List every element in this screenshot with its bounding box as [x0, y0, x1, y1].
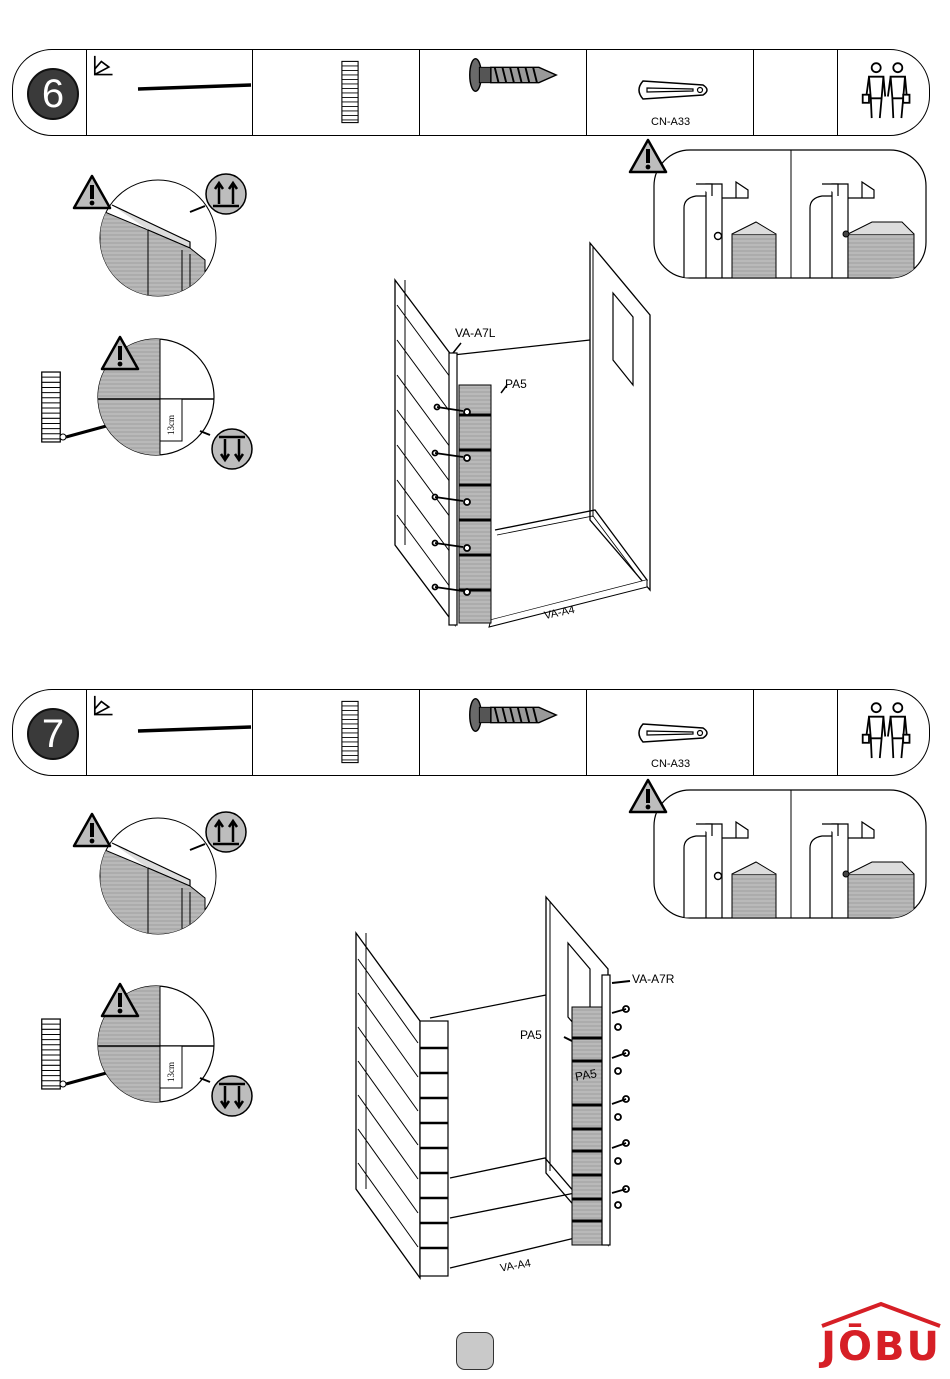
step-6-detail-bottom: 13cm — [40, 335, 260, 470]
two-person-icon — [860, 700, 914, 764]
toolbar-cell — [837, 690, 930, 775]
level-tool-icon — [92, 694, 120, 722]
post-label: VA-A7L — [455, 326, 495, 340]
step-badge: 6 — [27, 68, 79, 120]
brand-name: JŌBU — [818, 1324, 944, 1370]
step-6-profile-detail — [626, 138, 930, 284]
brand-logo: JŌBU — [818, 1300, 944, 1374]
page-number — [456, 1332, 494, 1370]
part-code: CN-A33 — [651, 116, 690, 128]
measure-label: 13cm — [166, 1062, 176, 1082]
level-tool-icon — [92, 54, 120, 82]
toolbar-cell — [753, 690, 838, 775]
step-7-detail-top — [70, 808, 260, 938]
step-7-detail-bottom: 13cm — [40, 982, 260, 1117]
step-6-detail-top — [70, 170, 260, 300]
toolbar-cell — [86, 690, 253, 775]
toolbar-cell — [252, 50, 420, 135]
board-stack-icon — [341, 696, 359, 768]
post-label: VA-A7R — [632, 972, 674, 986]
step-7-toolbar: 7 CN-A33 — [12, 689, 930, 776]
toolbar-cell: CN-A33 — [586, 690, 754, 775]
screw-icon — [464, 694, 560, 736]
toolbar-cell — [252, 690, 420, 775]
rod-icon — [137, 724, 253, 734]
toolbar-cell — [837, 50, 930, 135]
step-7-assembly — [350, 893, 680, 1283]
panel-label-a: PA5 — [520, 1028, 542, 1042]
screw-icon — [464, 54, 560, 96]
step-badge: 7 — [27, 708, 79, 760]
part-code: CN-A33 — [651, 758, 690, 770]
panel-label: PA5 — [505, 377, 527, 391]
wedge-clip-icon — [633, 77, 713, 103]
toolbar-cell — [419, 50, 587, 135]
wedge-clip-icon — [633, 720, 713, 746]
step-6-assembly — [385, 235, 670, 630]
two-person-icon — [860, 60, 914, 124]
toolbar-cell — [86, 50, 253, 135]
board-stack-icon — [341, 56, 359, 128]
step-6-toolbar: 6 CN-A33 — [12, 49, 930, 136]
toolbar-cell — [753, 50, 838, 135]
toolbar-cell: CN-A33 — [586, 50, 754, 135]
rod-icon — [137, 82, 253, 92]
toolbar-cell — [419, 690, 587, 775]
measure-label: 13cm — [166, 415, 176, 435]
